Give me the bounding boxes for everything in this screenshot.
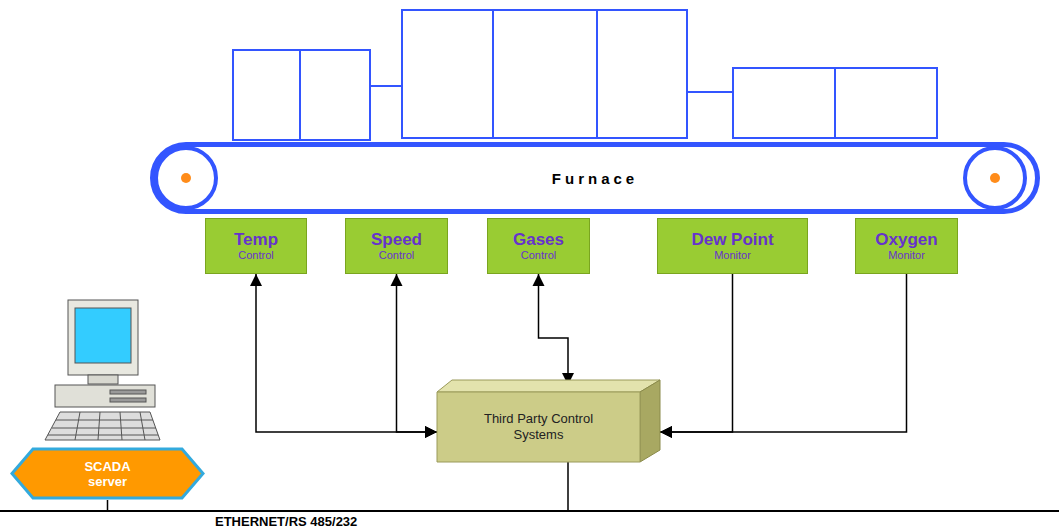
monitor-box: OxygenMonitor [855, 218, 958, 274]
arrow-head [660, 426, 672, 438]
node-title: Dew Point [691, 230, 773, 249]
conveyor-furnace: Furnace [150, 142, 1040, 214]
control-box: SpeedControl [345, 218, 448, 274]
connector-line [256, 274, 437, 432]
node-title: SCADA server [77, 459, 139, 489]
node-title: Speed [371, 230, 422, 249]
network-label: ETHERNET/RS 485/232 [215, 514, 357, 529]
connector-line [660, 274, 733, 432]
node-subtitle: Monitor [691, 249, 773, 262]
scada-hexagon: SCADA server [10, 447, 205, 500]
text-group: SCADA server [77, 459, 139, 489]
signal-connector [391, 274, 438, 438]
arrow-head [391, 274, 403, 286]
arrow-head [660, 426, 672, 438]
text-group: Third Party Control Systems [464, 411, 614, 443]
signal-connector [660, 274, 733, 438]
load-boxes [233, 10, 937, 140]
text-group: Furnace [552, 170, 638, 187]
node-title: Gases [513, 230, 564, 249]
text-group: SpeedControl [371, 230, 422, 262]
signal-connector [250, 274, 437, 438]
arrow-head [250, 274, 262, 286]
computer-icon [45, 300, 160, 440]
text-group: GasesControl [513, 230, 564, 262]
text-group: Dew PointMonitor [691, 230, 773, 262]
node-subtitle: Control [234, 249, 278, 262]
text-group: TempControl [234, 230, 278, 262]
node-subtitle: Monitor [875, 249, 937, 262]
arrow-head [425, 426, 437, 438]
signal-connector [533, 274, 575, 385]
text-group: OxygenMonitor [875, 230, 937, 262]
connector-line [397, 274, 438, 432]
signal-connector [660, 274, 907, 438]
monitor-box: Dew PointMonitor [657, 218, 808, 274]
arrow-head [425, 426, 437, 438]
control-box: TempControl [205, 218, 307, 274]
control-system-block: Third Party Control Systems [437, 380, 660, 462]
arrow-head [533, 274, 545, 286]
connector-line [539, 274, 569, 385]
node-subtitle: Control [371, 249, 422, 262]
node-title: Furnace [552, 170, 638, 187]
connector-line [660, 274, 907, 432]
control-box: GasesControl [487, 218, 590, 274]
node-title: Third Party Control Systems [464, 411, 614, 443]
node-title: Temp [234, 230, 278, 249]
node-subtitle: Control [513, 249, 564, 262]
node-title: Oxygen [875, 230, 937, 249]
